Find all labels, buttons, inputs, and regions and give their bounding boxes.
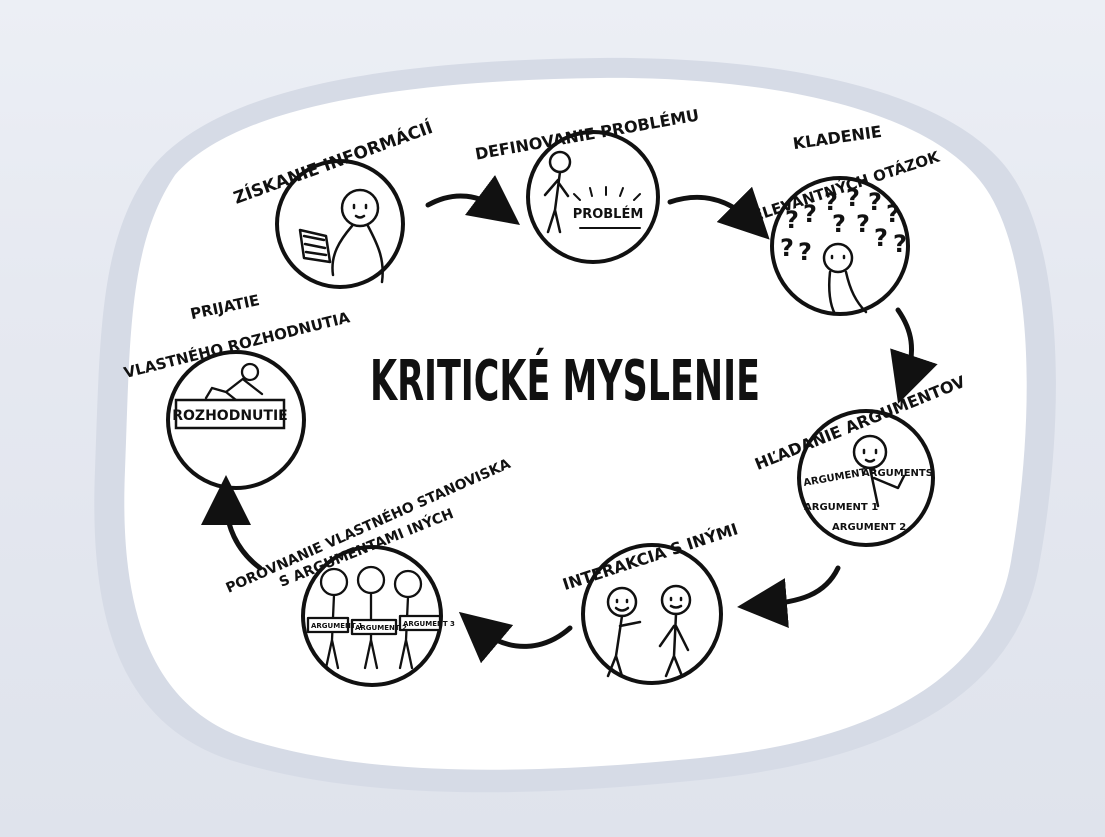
step-circle (526, 130, 660, 264)
svg-text:?: ? (824, 188, 838, 216)
arrow-step2-to-step3 (667, 186, 770, 240)
person-icon (852, 434, 906, 508)
arrow-step1-to-step2 (425, 175, 521, 225)
argument-item: ARGUMENT 3 (403, 620, 455, 628)
argument-item: ARGUMENT 2 (832, 522, 906, 533)
cycle-arrows (201, 175, 938, 664)
svg-text:?: ? (856, 210, 870, 238)
arrow-step4-to-step5 (737, 565, 841, 628)
decision-label: ROZHODNUTIE (172, 408, 287, 424)
arrow-step6-to-step7 (201, 475, 263, 571)
relaxing-person-icon (204, 362, 264, 402)
two-people-icon (606, 584, 692, 678)
problem-label: PROBLÉM (573, 206, 644, 222)
decision-sign (174, 398, 286, 430)
argument-item: ARGUMENTS (862, 468, 933, 479)
svg-text:?: ? (846, 184, 860, 212)
arrow-step5-to-step6 (458, 611, 573, 664)
arrow-step3-to-step4 (890, 307, 938, 404)
svg-text:?: ? (780, 234, 794, 262)
person-reading-icon (298, 188, 384, 284)
stick-figure-icon (543, 150, 572, 234)
thinking-person-icon (822, 242, 868, 316)
three-people-icon (306, 565, 442, 670)
svg-text:?: ? (893, 230, 907, 258)
svg-text:?: ? (886, 200, 900, 228)
svg-text:?: ? (785, 206, 799, 234)
argument-item: ARGUMENT 2 (355, 624, 407, 632)
svg-text:?: ? (803, 200, 817, 228)
question-marks-icon: ??? ??? ??? ??? (780, 184, 907, 266)
svg-text:?: ? (874, 224, 888, 252)
svg-text:?: ? (868, 188, 882, 216)
argument-item: ARGUMENT 1 (311, 622, 363, 630)
svg-text:?: ? (798, 238, 812, 266)
argument-item: ARGUMENT 1 (804, 502, 878, 513)
step-circle (797, 409, 935, 547)
svg-text:?: ? (832, 210, 846, 238)
diagram-title: KRITICKÉ MYSLENIE (370, 348, 760, 414)
emphasis-rays-icon (573, 186, 641, 229)
